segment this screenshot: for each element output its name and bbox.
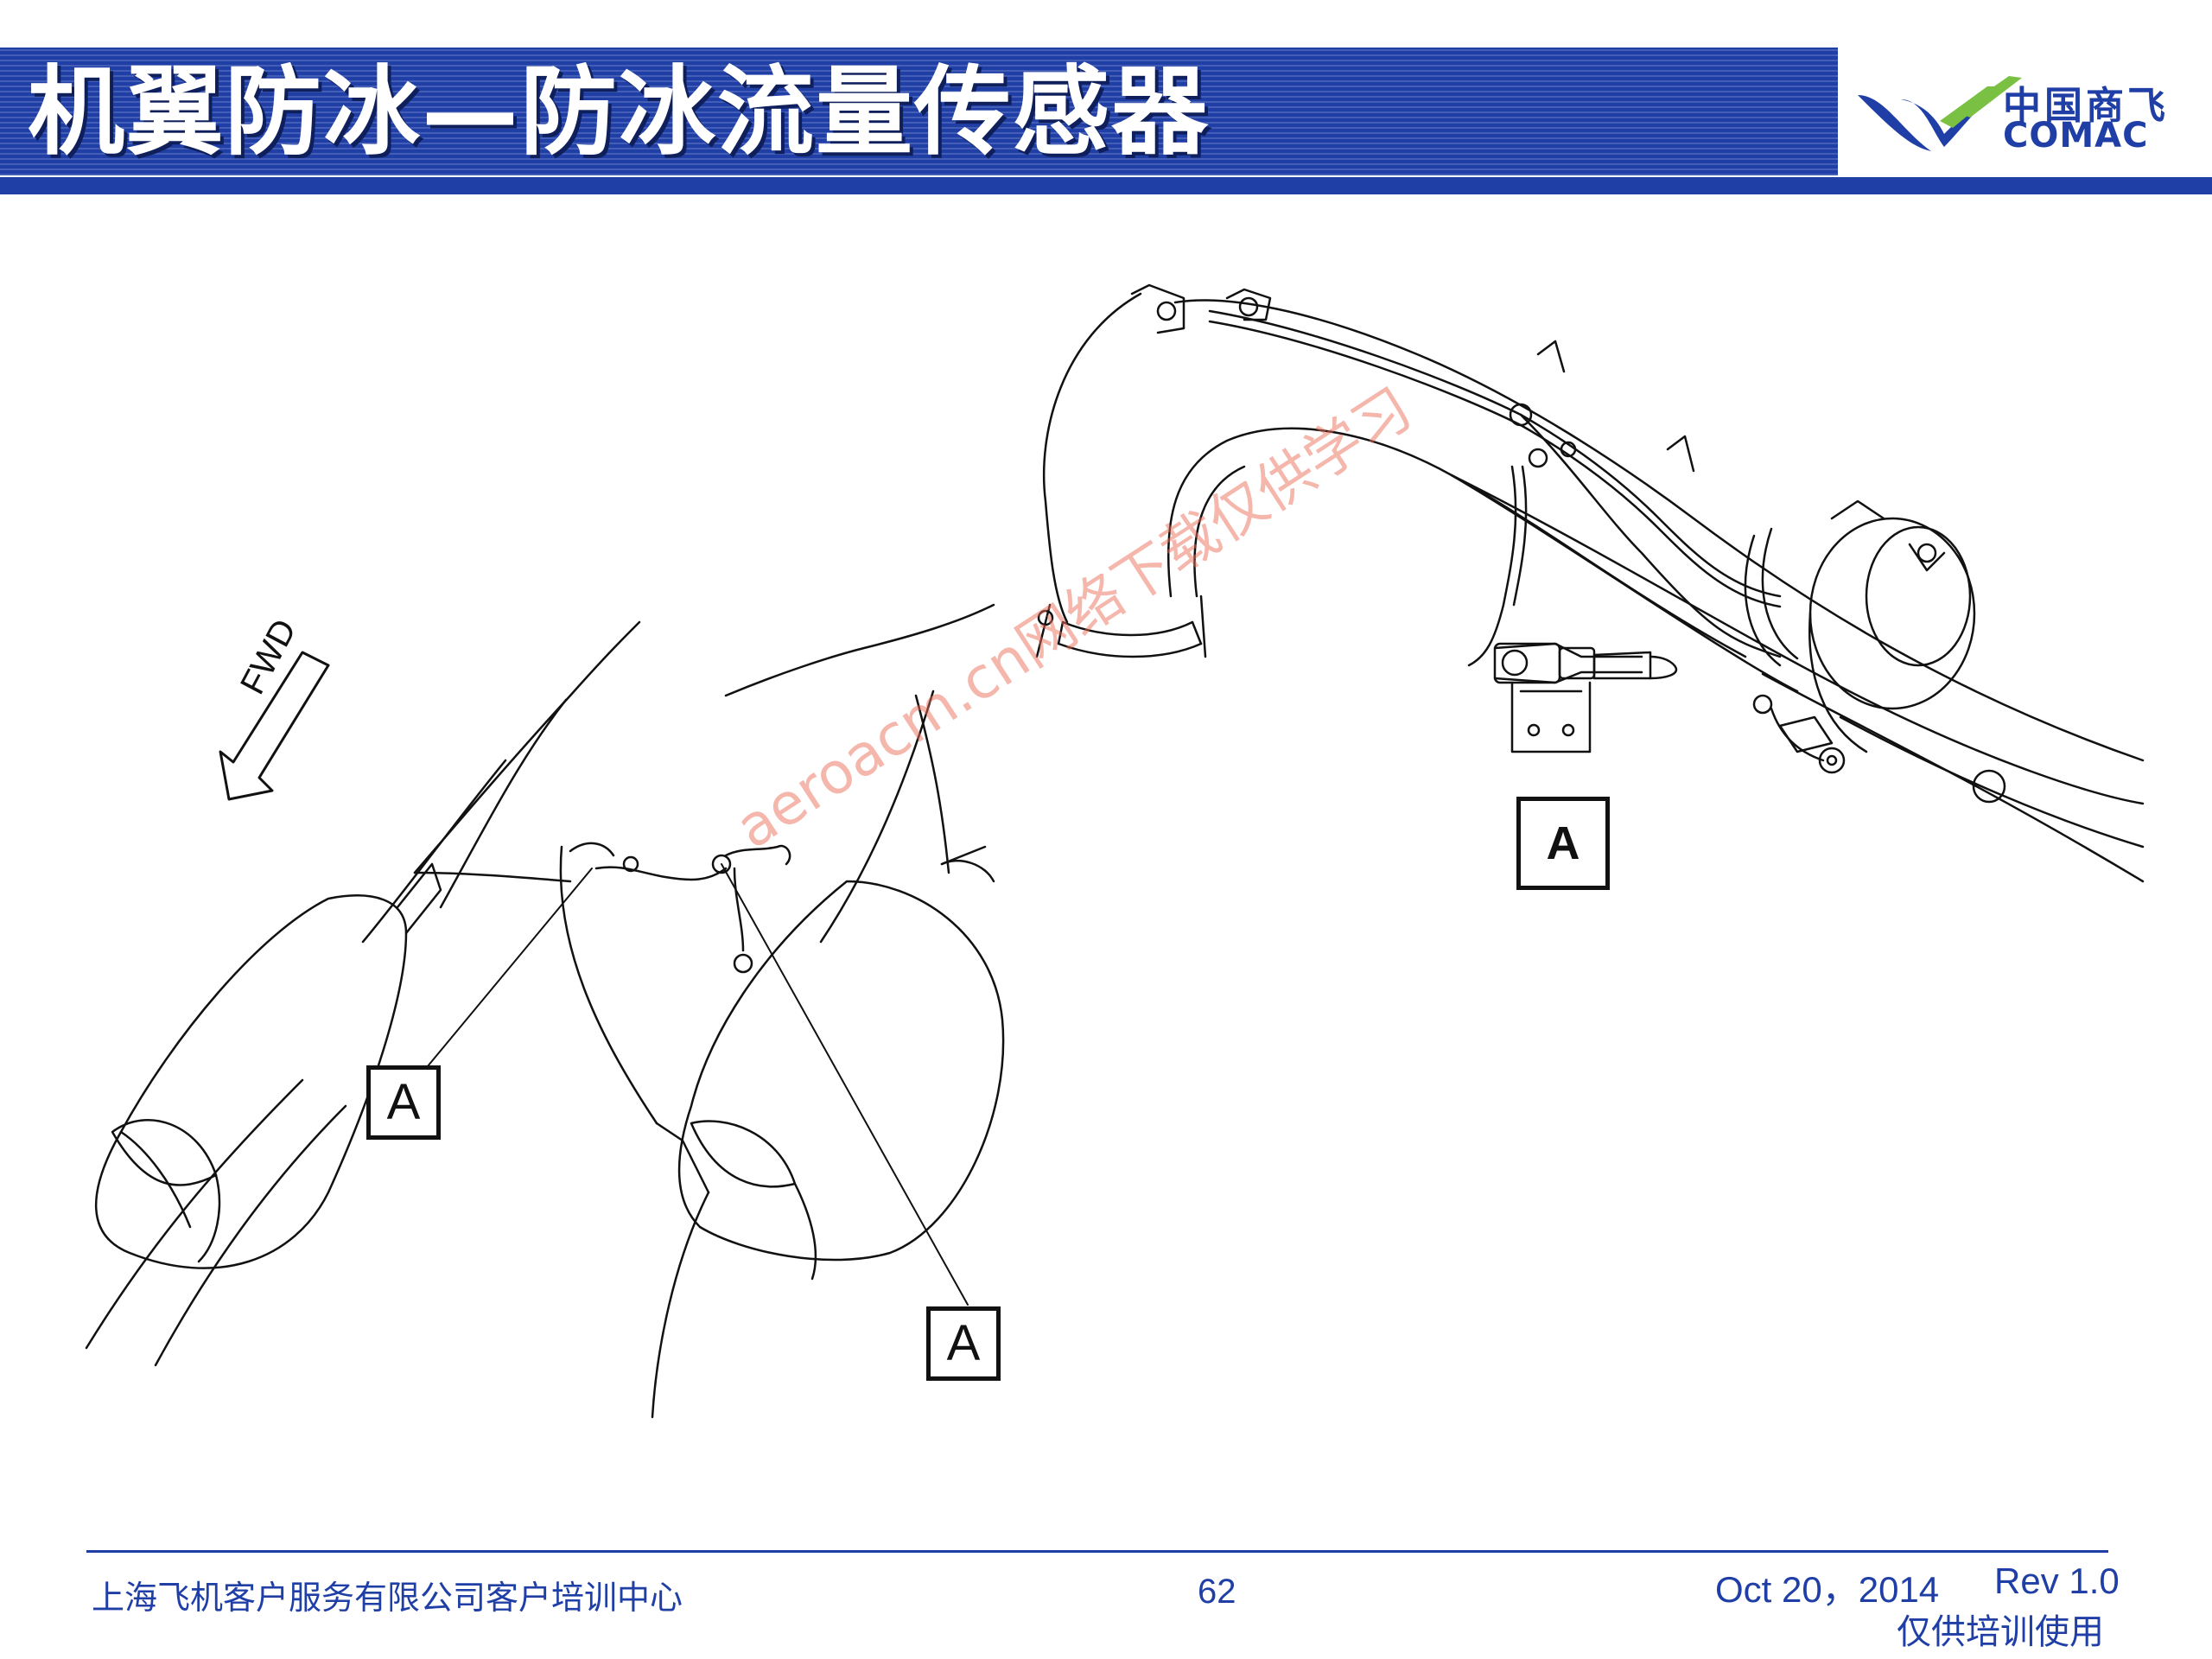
logo-chinese-name: 中国商飞 <box>2003 84 2169 128</box>
callout-a-left: A <box>366 1065 441 1140</box>
anti-ice-flow-sensor-drawing <box>85 283 2145 1419</box>
footer-rule <box>86 1550 2108 1553</box>
slide-title: 机翼防冰—防冰流量传感器 <box>28 56 1210 168</box>
duct-sensor-view <box>1035 283 2145 883</box>
callout-a-right: A <box>1516 797 1610 890</box>
page-number: 62 <box>1198 1573 1236 1611</box>
footer-organization: 上海飞机客户服务有限公司客户培训中心 <box>92 1579 683 1617</box>
footer-date: Oct 20，2014 <box>1715 1569 1940 1610</box>
footer-training-note: 仅供培训使用 <box>1897 1612 2104 1652</box>
title-banner <box>0 48 1838 175</box>
comac-logo-icon <box>1858 76 2022 151</box>
wing-nacelle-view <box>85 603 1005 1419</box>
callout-a-bottom: A <box>926 1306 1001 1381</box>
footer-revision: Rev 1.0 <box>1994 1560 2120 1601</box>
logo-english-name: COMAC <box>2003 116 2149 156</box>
header-rule <box>0 177 2212 194</box>
